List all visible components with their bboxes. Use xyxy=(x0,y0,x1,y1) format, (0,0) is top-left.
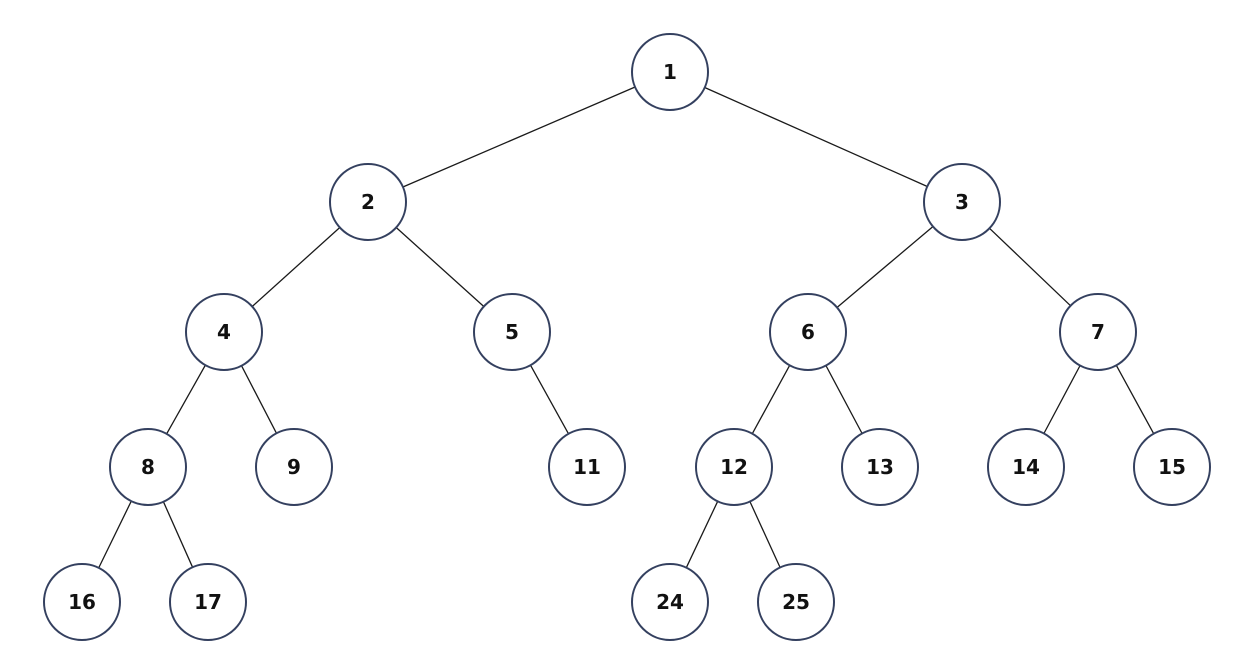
node-circle xyxy=(255,428,333,506)
node-circle xyxy=(695,428,773,506)
node-label: 14 xyxy=(1012,455,1040,479)
node-circle xyxy=(769,293,847,371)
edge-6-13 xyxy=(825,365,863,434)
node-label: 4 xyxy=(217,320,231,344)
node-label: 17 xyxy=(194,590,222,614)
tree-node-24: 24 xyxy=(631,563,709,641)
node-label: 12 xyxy=(720,455,748,479)
node-label: 5 xyxy=(505,320,519,344)
node-label: 16 xyxy=(68,590,96,614)
tree-node-4: 4 xyxy=(185,293,263,371)
tree-node-7: 7 xyxy=(1059,293,1137,371)
tree-node-15: 15 xyxy=(1133,428,1211,506)
node-circle xyxy=(473,293,551,371)
tree-node-6: 6 xyxy=(769,293,847,371)
node-circle xyxy=(841,428,919,506)
edge-7-14 xyxy=(1043,365,1081,434)
node-circle xyxy=(109,428,187,506)
tree-node-5: 5 xyxy=(473,293,551,371)
node-label: 11 xyxy=(573,455,601,479)
tree-node-11: 11 xyxy=(548,428,626,506)
node-circle xyxy=(329,163,407,241)
tree-node-25: 25 xyxy=(757,563,835,641)
edge-5-11 xyxy=(529,364,570,435)
node-circle xyxy=(43,563,121,641)
node-circle xyxy=(987,428,1065,506)
tree-node-3: 3 xyxy=(923,163,1001,241)
tree-node-14: 14 xyxy=(987,428,1065,506)
node-label: 9 xyxy=(287,455,301,479)
node-circle xyxy=(185,293,263,371)
edge-8-16 xyxy=(98,500,132,569)
tree-node-16: 16 xyxy=(43,563,121,641)
node-label: 13 xyxy=(866,455,894,479)
node-label: 2 xyxy=(361,190,375,214)
edge-2-4 xyxy=(251,227,341,307)
node-label: 6 xyxy=(801,320,815,344)
node-label: 8 xyxy=(141,455,155,479)
tree-node-2: 2 xyxy=(329,163,407,241)
edge-3-7 xyxy=(989,227,1071,307)
node-circle xyxy=(631,33,709,111)
edge-4-9 xyxy=(240,365,278,434)
node-label: 1 xyxy=(663,60,677,84)
edge-1-2 xyxy=(402,86,636,188)
tree-node-13: 13 xyxy=(841,428,919,506)
node-circle xyxy=(923,163,1001,241)
edge-6-12 xyxy=(751,364,791,435)
tree-edges xyxy=(98,86,1155,569)
node-label: 7 xyxy=(1091,320,1105,344)
tree-node-9: 9 xyxy=(255,428,333,506)
node-circle xyxy=(169,563,247,641)
edge-3-6 xyxy=(836,226,934,308)
edge-2-5 xyxy=(395,227,485,307)
edge-1-3 xyxy=(704,86,928,188)
node-label: 25 xyxy=(782,590,810,614)
edge-12-24 xyxy=(685,501,719,568)
edge-4-8 xyxy=(166,364,206,435)
node-label: 15 xyxy=(1158,455,1186,479)
edge-8-17 xyxy=(162,501,194,568)
edge-12-25 xyxy=(749,501,781,568)
node-circle xyxy=(631,563,709,641)
tree-node-8: 8 xyxy=(109,428,187,506)
node-circle xyxy=(757,563,835,641)
node-label: 3 xyxy=(955,190,969,214)
node-circle xyxy=(1059,293,1137,371)
node-label: 24 xyxy=(656,590,684,614)
tree-node-12: 12 xyxy=(695,428,773,506)
tree-node-17: 17 xyxy=(169,563,247,641)
edge-7-15 xyxy=(1115,364,1155,435)
node-circle xyxy=(1133,428,1211,506)
tree-node-1: 1 xyxy=(631,33,709,111)
node-circle xyxy=(548,428,626,506)
